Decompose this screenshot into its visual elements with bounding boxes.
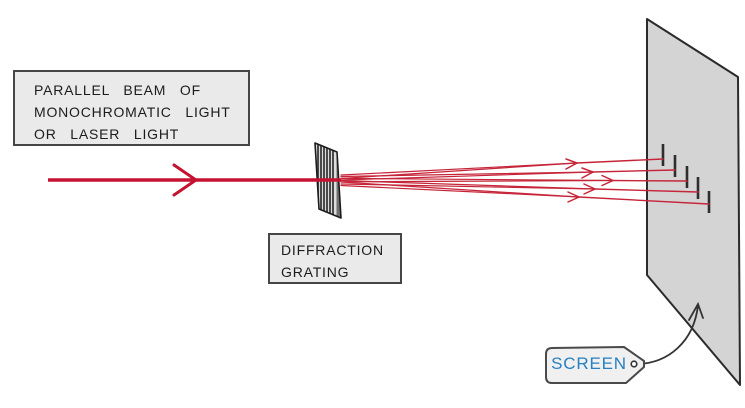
grating-outline [314,142,342,219]
source-label-line: OR LASER LIGHT [34,126,180,142]
ray-arrowhead [581,167,595,179]
tag-shape [545,346,645,384]
grating-label-box: DIFFRACTION GRATING [268,233,402,284]
ray-arrowhead [583,183,597,195]
ray-line [576,158,664,164]
diffracted-ray [340,179,699,195]
tag-pointer-arrowhead [688,301,704,321]
source-label-line: PARALLEL BEAM OF [34,82,201,98]
ray-arrowhead [567,191,581,203]
ray-line [612,179,688,182]
tag-pointer-curve [637,304,699,365]
ray-line [594,188,699,193]
screen-diffraction-marks [661,144,711,213]
grating-label-line: GRATING [281,264,350,280]
ray-edge-line [340,184,580,198]
ray-arrowhead [601,174,615,187]
ray-line [592,169,676,173]
screen-tag-graphic [545,301,704,384]
diffracted-rays [340,158,710,205]
source-label-box: PARALLEL BEAM OF MONOCHROMATIC LIGHT OR … [13,70,250,146]
grating-label-line: DIFFRACTION [281,242,384,258]
screen-graphic [646,18,741,386]
diffracted-ray [340,174,688,187]
screen-tag-label: SCREEN [551,354,627,373]
screen-panel [646,18,741,386]
ray-line [578,196,710,205]
ray-arrowhead [565,158,579,170]
diffracted-ray [340,181,710,205]
incident-beam [48,163,341,197]
tag-hole [630,360,638,368]
source-label-line: MONOCHROMATIC LIGHT [34,104,231,120]
incident-beam-arrowhead [172,163,199,197]
